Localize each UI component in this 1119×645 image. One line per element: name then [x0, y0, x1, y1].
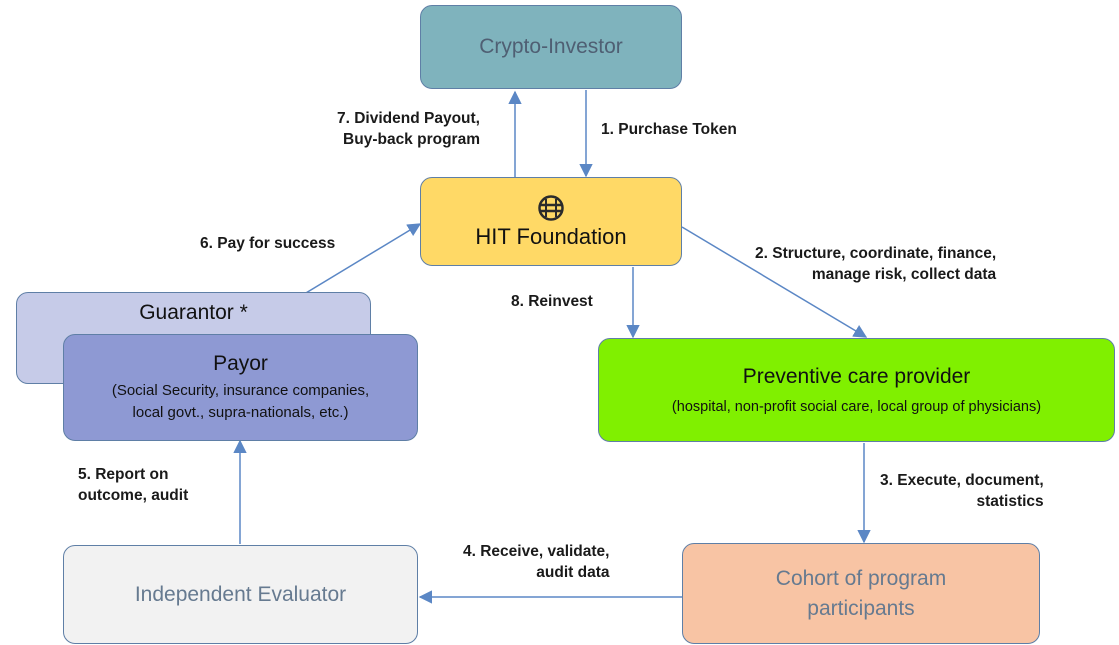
edge-label-2-line1: 2. Structure, coordinate, finance,: [755, 245, 997, 262]
edge-label-7: 7. Dividend Payout, Buy-back program: [337, 108, 480, 150]
edge-label-2: 2. Structure, coordinate, finance, manag…: [755, 243, 996, 285]
edge-label-7-line2: Buy-back program: [343, 131, 480, 148]
edge-label-4-line1: 4. Receive, validate,: [463, 543, 610, 560]
crypto-investor-title: Crypto-Investor: [479, 35, 623, 58]
guarantor-title: Guarantor *: [139, 301, 248, 324]
crypto-investor-node: Crypto-Investor: [420, 5, 682, 89]
edge-label-8-line1: 8. Reinvest: [511, 293, 593, 310]
edge-label-5: 5. Report on outcome, audit: [78, 464, 188, 506]
edge-label-1: 1. Purchase Token: [601, 119, 737, 140]
edge-label-6-line1: 6. Pay for success: [200, 235, 336, 252]
cohort-title-line1: Cohort of program: [775, 566, 947, 590]
arrow-2-structure: [681, 226, 868, 338]
payor-node: Payor (Social Security, insurance compan…: [63, 334, 418, 441]
edge-label-3: 3. Execute, document, statistics: [880, 470, 1044, 512]
independent-evaluator-node: Independent Evaluator: [63, 545, 418, 644]
preventive-care-provider-node: Preventive care provider (hospital, non-…: [598, 338, 1115, 442]
edge-label-4-line2: audit data: [536, 564, 610, 581]
preventive-care-provider-subtitle: (hospital, non-profit social care, local…: [671, 399, 1042, 415]
payor-title: Payor: [213, 351, 268, 375]
edge-label-6: 6. Pay for success: [200, 233, 335, 254]
edge-label-8: 8. Reinvest: [511, 291, 593, 312]
preventive-care-provider-title: Preventive care provider: [742, 365, 971, 388]
payor-subtitle-line1: (Social Security, insurance companies,: [111, 381, 370, 399]
edge-label-3-line2: statistics: [976, 493, 1044, 510]
independent-evaluator-title: Independent Evaluator: [134, 582, 347, 606]
cohort-title-line2: participants: [807, 596, 915, 620]
cohort-node: Cohort of program participants: [682, 543, 1040, 644]
edge-label-5-line1: 5. Report on: [78, 466, 169, 483]
edge-label-3-line1: 3. Execute, document,: [880, 472, 1044, 489]
hit-foundation-node: HIT Foundation: [420, 177, 682, 266]
edge-label-4: 4. Receive, validate, audit data: [463, 541, 609, 583]
edge-label-5-line2: outcome, audit: [78, 487, 189, 504]
edge-label-7-line1: 7. Dividend Payout,: [337, 110, 480, 127]
edge-label-1-line1: 1. Purchase Token: [601, 121, 737, 138]
payor-subtitle-line2: local govt., supra-nationals, etc.): [132, 403, 349, 421]
edge-label-2-line2: manage risk, collect data: [811, 266, 997, 283]
hit-coin-logo-icon: [538, 194, 564, 221]
hit-foundation-title: HIT Foundation: [475, 223, 627, 249]
